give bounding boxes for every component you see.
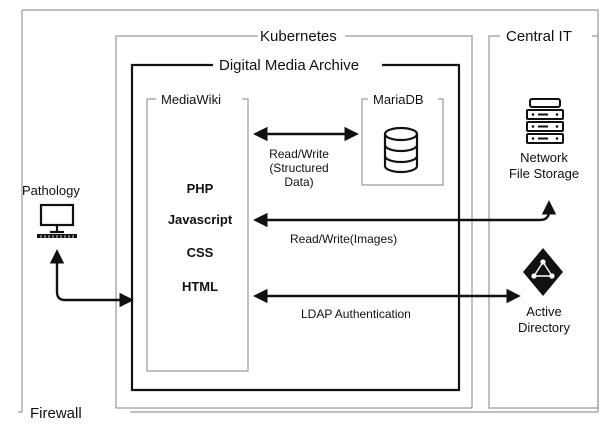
edge-images-read-write: Read/Write(Images) — [253, 200, 557, 246]
edge-ldap: LDAP Authentication — [253, 288, 521, 321]
network-file-storage-node: Network File Storage — [509, 98, 579, 181]
edge-db-label-1: Read/Write — [269, 147, 329, 161]
network-file-storage-label-1: Network — [520, 150, 568, 165]
active-directory-label-1: Active — [526, 304, 561, 319]
kubernetes-label: Kubernetes — [260, 28, 337, 45]
digital-media-archive-label: Digital Media Archive — [219, 57, 359, 74]
tech-stack: PHP Javascript CSS HTML — [168, 181, 233, 294]
firewall-label: Firewall — [30, 405, 82, 422]
kubernetes-box: Kubernetes — [115, 28, 473, 409]
edge-ldap-label: LDAP Authentication — [301, 307, 411, 321]
mediawiki-label: MediaWiki — [161, 92, 221, 107]
edge-images-label: Read/Write(Images) — [290, 232, 397, 246]
database-icon — [383, 126, 419, 174]
central-it-label: Central IT — [506, 28, 572, 45]
active-directory-label-2: Directory — [518, 320, 571, 335]
tech-css: CSS — [187, 245, 214, 260]
edge-db-read-write: Read/Write (Structured Data) — [253, 126, 359, 189]
active-directory-icon — [523, 248, 563, 296]
mediawiki-box: MediaWiki — [146, 92, 249, 372]
computer-monitor-icon — [37, 203, 77, 238]
active-directory-node: Active Directory — [518, 248, 571, 335]
tech-php: PHP — [187, 181, 214, 196]
central-it-box: Central IT — [488, 28, 599, 409]
firewall-boundary: Firewall — [18, 9, 599, 422]
pathology-label: Pathology — [22, 183, 80, 198]
digital-media-archive-box: Digital Media Archive — [130, 57, 461, 392]
tech-javascript: Javascript — [168, 212, 233, 227]
edge-pathology-mediawiki — [49, 249, 134, 308]
tech-html: HTML — [182, 279, 218, 294]
server-rack-icon — [526, 98, 564, 144]
network-file-storage-label-2: File Storage — [509, 166, 579, 181]
mariadb-label: MariaDB — [373, 92, 424, 107]
pathology-node: Pathology — [22, 183, 80, 238]
mariadb-box: MariaDB — [361, 92, 444, 186]
edge-db-label-3: Data) — [284, 175, 313, 189]
edge-db-label-2: (Structured — [269, 161, 328, 175]
